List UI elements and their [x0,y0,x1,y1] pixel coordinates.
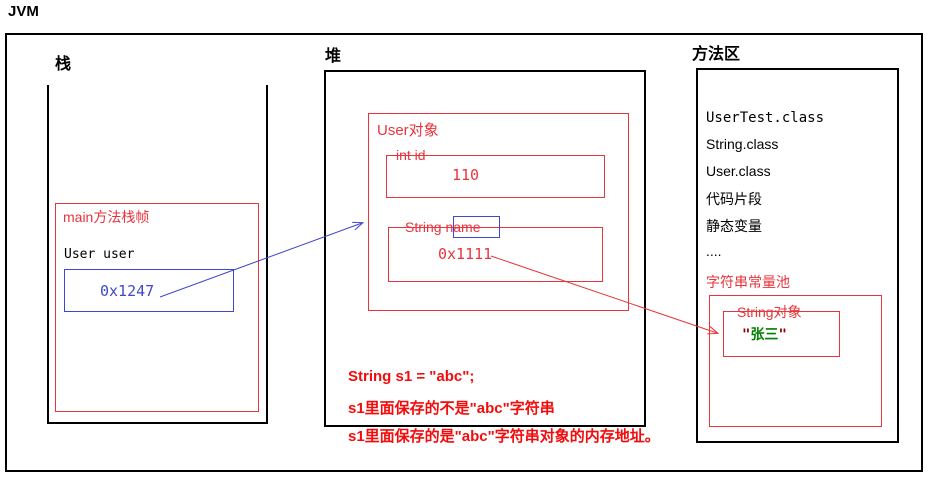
class-list-item: 静态变量 [706,218,762,234]
main-frame-title: main方法栈帧 [63,209,150,225]
string-object-title: String对象 [737,304,802,320]
string-pool-label: 字符串常量池 [706,274,790,290]
close-quote: " [778,327,787,343]
name-highlight-box [453,216,500,238]
name-field-label: String name [405,219,481,235]
id-field-label: int id [396,147,426,163]
string-object-box [723,311,840,357]
class-list-item: 代码片段 [706,191,762,207]
method-area-box [696,68,899,443]
open-quote: " [742,327,751,343]
string-object-value: "张三" [742,324,787,344]
jvm-outer-box [5,33,923,472]
method-area-label: 方法区 [692,46,741,63]
id-field-box [386,155,605,198]
class-list-item: UserTest.class [706,110,825,126]
class-list-item: .... [706,243,722,259]
note-line-1: String s1 = "abc"; [348,368,475,385]
diagram-title: JVM [8,3,39,20]
string-pool-box [709,295,882,427]
id-field-value: 110 [452,166,480,184]
note-line-3: s1里面保存的是"abc"字符串对象的内存地址。 [348,428,660,445]
class-list-item: String.class [706,136,779,152]
user-object-title: User对象 [377,122,439,139]
stack-var-declaration: User user [64,247,135,262]
stack-reference-value: 0x1247 [100,282,155,300]
main-frame-box [55,203,259,412]
class-list-item: User.class [706,163,771,179]
name-field-value: 0x1111 [438,245,493,263]
string-literal: 张三 [750,327,779,343]
note-line-2: s1里面保存的不是"abc"字符串 [348,400,555,417]
stack-label: 栈 [55,56,72,73]
heap-label: 堆 [325,48,342,65]
